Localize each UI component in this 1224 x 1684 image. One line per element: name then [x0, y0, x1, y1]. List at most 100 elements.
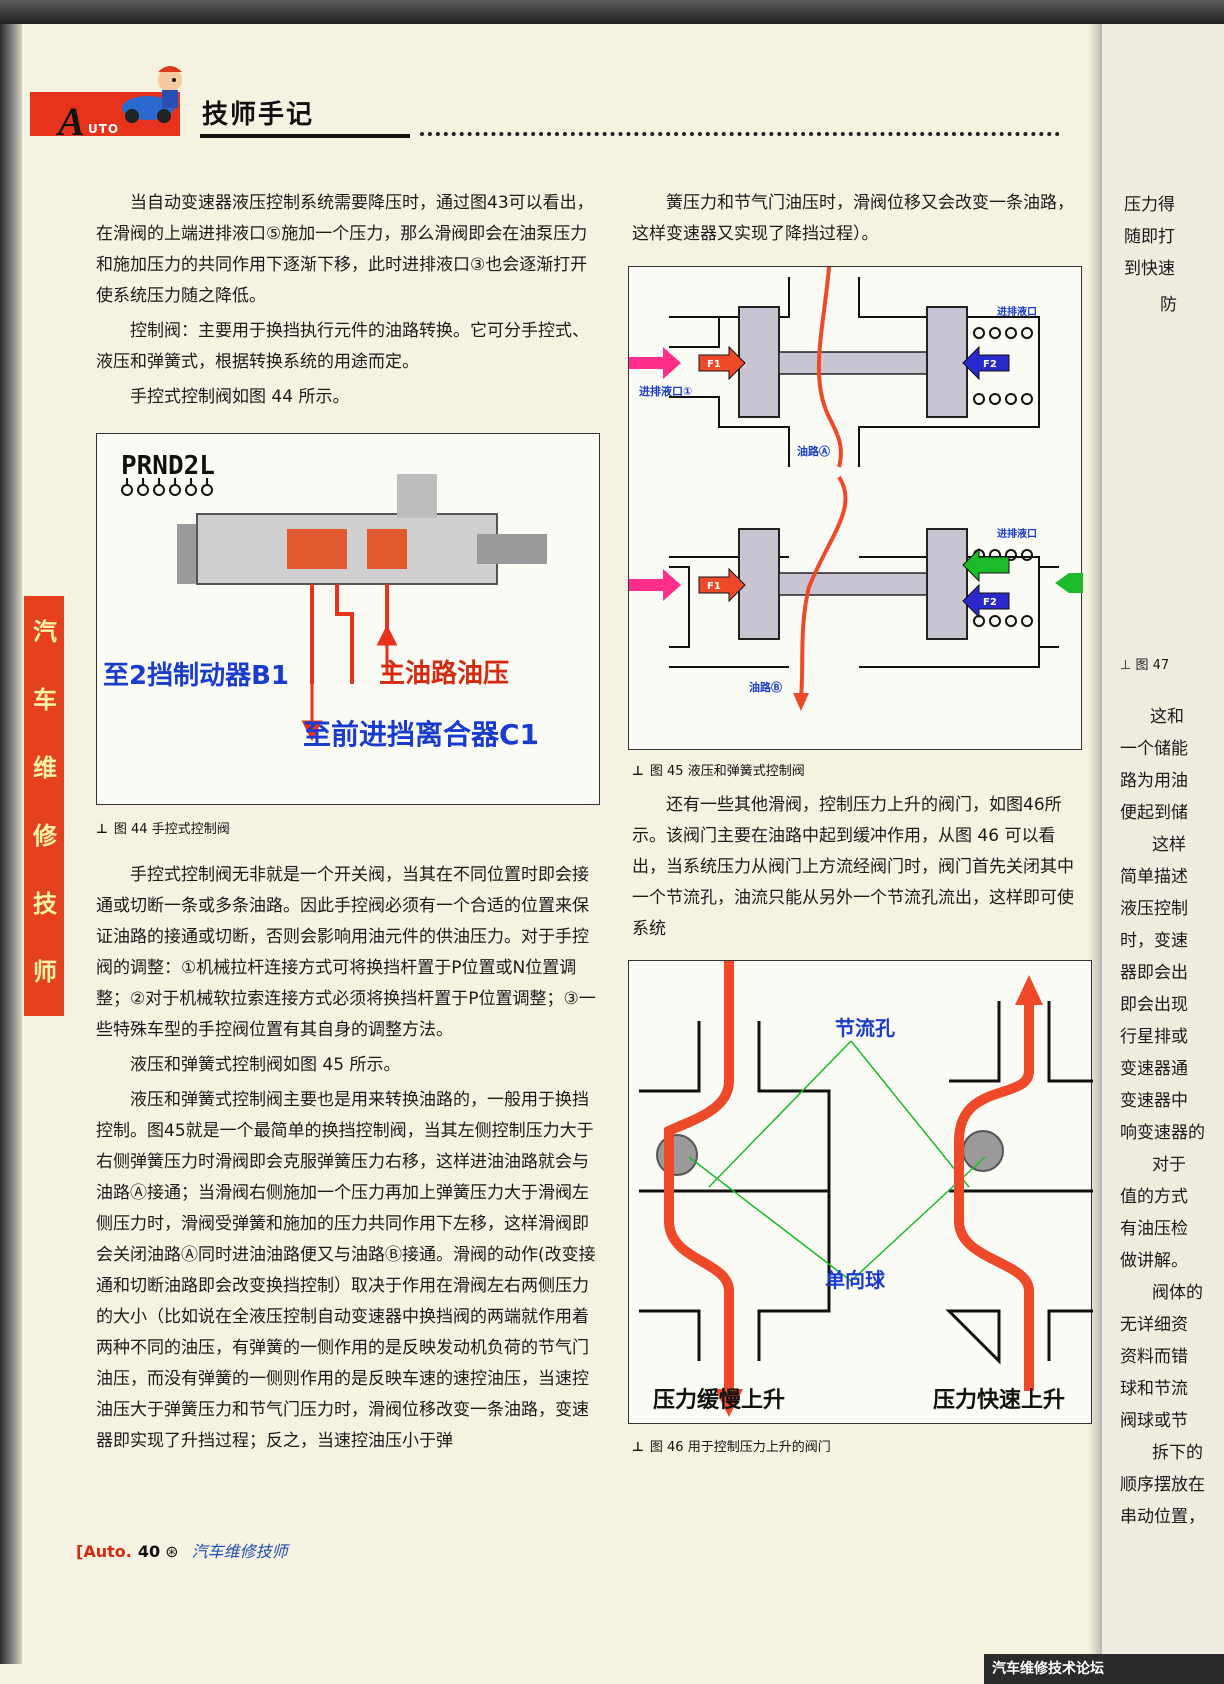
fragment: 这和: [1150, 707, 1184, 727]
f1-label: F1: [707, 359, 721, 370]
right-port-label: 进排液口: [997, 527, 1037, 540]
fragment: 便起到储: [1120, 803, 1188, 823]
fragment: 变速器通: [1120, 1059, 1188, 1079]
top-spool-left: [738, 306, 780, 418]
right-port-label: 进排液口: [997, 305, 1037, 318]
paragraph: 手控式控制阀如图 44 所示。: [130, 387, 350, 407]
left-column-top: 当自动变速器液压控制系统需要降压时，通过图43可以看出，在滑阀的上端进排液口⑤施…: [96, 188, 602, 417]
fast-flow-path: [954, 1001, 1034, 1391]
mechanic-mascot-icon: [122, 66, 182, 123]
figure-45: F1 F2 进排液口 进排液口① 油路Ⓐ F1: [628, 266, 1083, 750]
gear-selector-label: PRND2L: [121, 451, 215, 481]
fragment: 阀球或节: [1120, 1411, 1188, 1431]
paragraph: 液压和弹簧式控制阀主要也是用来转换油路的，一般用于换挡控制。图45就是一个最简单…: [96, 1090, 596, 1451]
page-number: 40: [137, 1542, 161, 1561]
auto-logo: A UTO: [30, 92, 180, 144]
top-valve-housing: [669, 277, 1040, 467]
label-to-b1: 至2挡制动器B1: [103, 661, 289, 691]
f2-label: F2: [983, 359, 997, 370]
caption-text: 图 46 用于控制压力上升的阀门: [649, 1440, 831, 1455]
f1-arrow-icon: [698, 567, 746, 603]
manual-valve-diagram: PRND2L: [103, 451, 547, 751]
fast-rise-label: 压力快速上升: [933, 1387, 1065, 1413]
green-inlet-arrow-icon: [1055, 573, 1083, 593]
f2-arrow-icon: [962, 583, 1010, 619]
bottom-spool-right: [926, 528, 968, 640]
section-title: 技师手记: [202, 100, 315, 130]
band-char: 维: [33, 754, 57, 782]
header-rule: [200, 134, 410, 138]
f2-label: F2: [983, 597, 997, 608]
fragment: 串动位置，: [1120, 1507, 1205, 1527]
orifice-label: 节流孔: [835, 1016, 895, 1040]
side-band: 汽 车 维 修 技 师: [24, 596, 64, 1016]
f1-label: F1: [707, 581, 721, 592]
fragment: 变速器中: [1120, 1091, 1188, 1111]
fragment: 路为用油: [1120, 771, 1188, 791]
logo-sub: UTO: [88, 122, 120, 136]
logo-letter: A: [58, 99, 85, 144]
check-ball-icon: [656, 1134, 698, 1176]
page-header: A UTO 技师手记: [30, 66, 1090, 144]
inlet-arrow-icon: [629, 347, 681, 379]
page-footer: [Auto.40 ⊛ 汽车维修技师: [76, 1538, 288, 1562]
fragment: 有油压检: [1120, 1219, 1188, 1239]
left-column-bottom: 手控式控制阀无非就是一个开关阀，当其在不同位置时即会接通或切断一条或多条油路。因…: [96, 860, 602, 1461]
fragment: 顺序摆放在: [1120, 1475, 1205, 1495]
f1-arrow-icon: [698, 345, 746, 381]
flow-arrowhead-icon: [715, 1389, 743, 1417]
band-char: 汽: [33, 618, 57, 646]
bottom-spool-left: [738, 528, 780, 640]
fragment: 即会出现: [1120, 995, 1188, 1015]
hydraulic-spring-valve-diagram: F1 F2 进排液口 进排液口① 油路Ⓐ F1: [629, 267, 1083, 711]
forum-watermark: 汽车维修技术论坛 bbs.ephua.com: [984, 1654, 1224, 1684]
top-spool-stem: [778, 351, 930, 375]
selector-pointers: [126, 478, 208, 485]
fragment: 响变速器的: [1120, 1123, 1205, 1143]
fragment: 液压控制: [1120, 899, 1188, 919]
top-spool-right: [926, 306, 968, 418]
fragment: 到快速: [1124, 259, 1175, 279]
caption-text: 图 45 液压和弹簧式控制阀: [649, 764, 805, 779]
route-b-label: 油路Ⓑ: [749, 680, 782, 694]
fragment: 器即会出: [1120, 963, 1188, 983]
fragment: 对于: [1152, 1155, 1186, 1175]
fragment: 随即打: [1124, 227, 1175, 247]
fragment: 一个储能: [1120, 739, 1188, 759]
bottom-spool-stem: [778, 572, 930, 596]
next-page-edge: [1100, 24, 1224, 1664]
figure-46: 节流孔 单向球 压力缓慢上升 压力快速上升: [628, 960, 1093, 1424]
valve-body: [177, 474, 547, 585]
slow-flow-path: [664, 961, 734, 1391]
band-char: 师: [33, 958, 57, 986]
paragraph: 当自动变速器液压控制系统需要降压时，通过图43可以看出，在滑阀的上端进排液口⑤施…: [96, 193, 594, 306]
check-ball-label: 单向球: [825, 1268, 886, 1292]
paragraph: 液压和弹簧式控制阀如图 45 所示。: [130, 1055, 401, 1075]
fragment: 行星排或: [1120, 1027, 1188, 1047]
band-char: 车: [33, 686, 57, 714]
right-column-mid: 还有一些其他滑阀，控制压力上升的阀门，如图46所示。该阀门主要在油路中起到缓冲作…: [632, 790, 1084, 949]
flow-arrowhead-icon: [793, 693, 809, 711]
magazine-name: 汽车维修技师: [191, 1542, 288, 1561]
route-a-label: 油路Ⓐ: [797, 444, 830, 458]
bottom-flow-line: [799, 475, 848, 698]
fragment: 资料而错: [1120, 1347, 1188, 1367]
paragraph: 控制阀：主要用于换挡执行元件的油路转换。它可分手控式、液压和弹簧式，根据转换系统…: [96, 321, 589, 372]
caption-text: 图 44 手控式控制阀: [113, 822, 230, 837]
caption-mark: ⊥: [96, 822, 108, 837]
label-main-pressure: 主油路油压: [379, 658, 509, 689]
right-valve-body: [945, 1001, 1093, 1365]
caption-mark: ⊥: [632, 1440, 644, 1455]
pressure-rise-valve-diagram: 节流孔 单向球 压力缓慢上升 压力快速上升: [639, 961, 1093, 1417]
slow-rise-label: 压力缓慢上升: [653, 1387, 785, 1413]
fragment: 做讲解。: [1120, 1251, 1188, 1271]
fragment: 这样: [1152, 835, 1186, 855]
oil-passages: [310, 584, 389, 684]
fragment: 值的方式: [1120, 1187, 1188, 1207]
right-column-top: 簧压力和节气门油压时，滑阀位移又会改变一条油路，这样变速器又实现了降挡过程）。: [632, 188, 1084, 254]
figure-46-caption: ⊥ 图 46 用于控制压力上升的阀门: [632, 1436, 831, 1455]
left-valve-body: [639, 1021, 831, 1361]
footer-logo-icon: ⊛: [165, 1542, 179, 1561]
scan-left-edge: [0, 24, 22, 1664]
caption-mark: ⊥: [632, 764, 644, 779]
